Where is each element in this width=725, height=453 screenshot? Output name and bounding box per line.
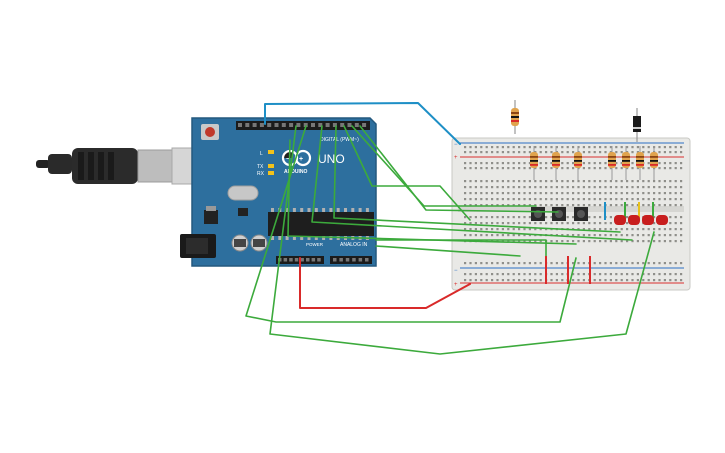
wire-green (375, 245, 521, 257)
board-model-label: UNO (318, 152, 345, 166)
wire-green (245, 125, 577, 323)
led-l-label: L (260, 151, 263, 157)
led-icon[interactable] (614, 215, 668, 225)
diode-icon[interactable] (633, 108, 641, 142)
led-tx-label: TX (257, 164, 264, 170)
brand-label: ARDUINO (284, 169, 307, 175)
arduino-board[interactable]: L TX RX − + UNO ARDUINO DIGITAL (PWM~) A… (180, 117, 377, 267)
svg-text:+: + (454, 282, 458, 288)
svg-text:−: − (454, 268, 458, 274)
analog-header[interactable] (330, 256, 372, 264)
wire-green (311, 125, 633, 241)
digital-pin-holes (238, 123, 367, 127)
power-label: POWER (306, 242, 324, 247)
crystal-icon (227, 185, 259, 201)
wire-green (269, 125, 655, 355)
svg-text:−: − (454, 142, 458, 148)
svg-text:−: − (286, 156, 290, 163)
resistor-icon[interactable] (511, 100, 519, 134)
usb-cable-icon[interactable] (36, 147, 197, 185)
digital-header[interactable] (236, 121, 370, 130)
wire-green (359, 125, 559, 213)
reset-button-icon[interactable] (201, 124, 219, 140)
svg-text:+: + (299, 156, 303, 163)
regulator-icon (204, 206, 218, 224)
power-jack-icon[interactable] (180, 234, 216, 258)
wire-green (351, 125, 537, 207)
wire-red (299, 257, 471, 309)
analog-label: ANALOG IN (340, 242, 368, 248)
wires[interactable] (245, 102, 655, 355)
wire-blue (264, 102, 461, 145)
pushbutton-icon[interactable] (531, 207, 588, 221)
wire-green (287, 139, 577, 245)
svg-text:+: + (454, 155, 458, 161)
led-rx-label: RX (257, 171, 265, 177)
wire-green (333, 125, 621, 233)
digital-label: DIGITAL (PWM~) (320, 137, 359, 143)
breadboard[interactable]: − + − + (451, 137, 691, 291)
